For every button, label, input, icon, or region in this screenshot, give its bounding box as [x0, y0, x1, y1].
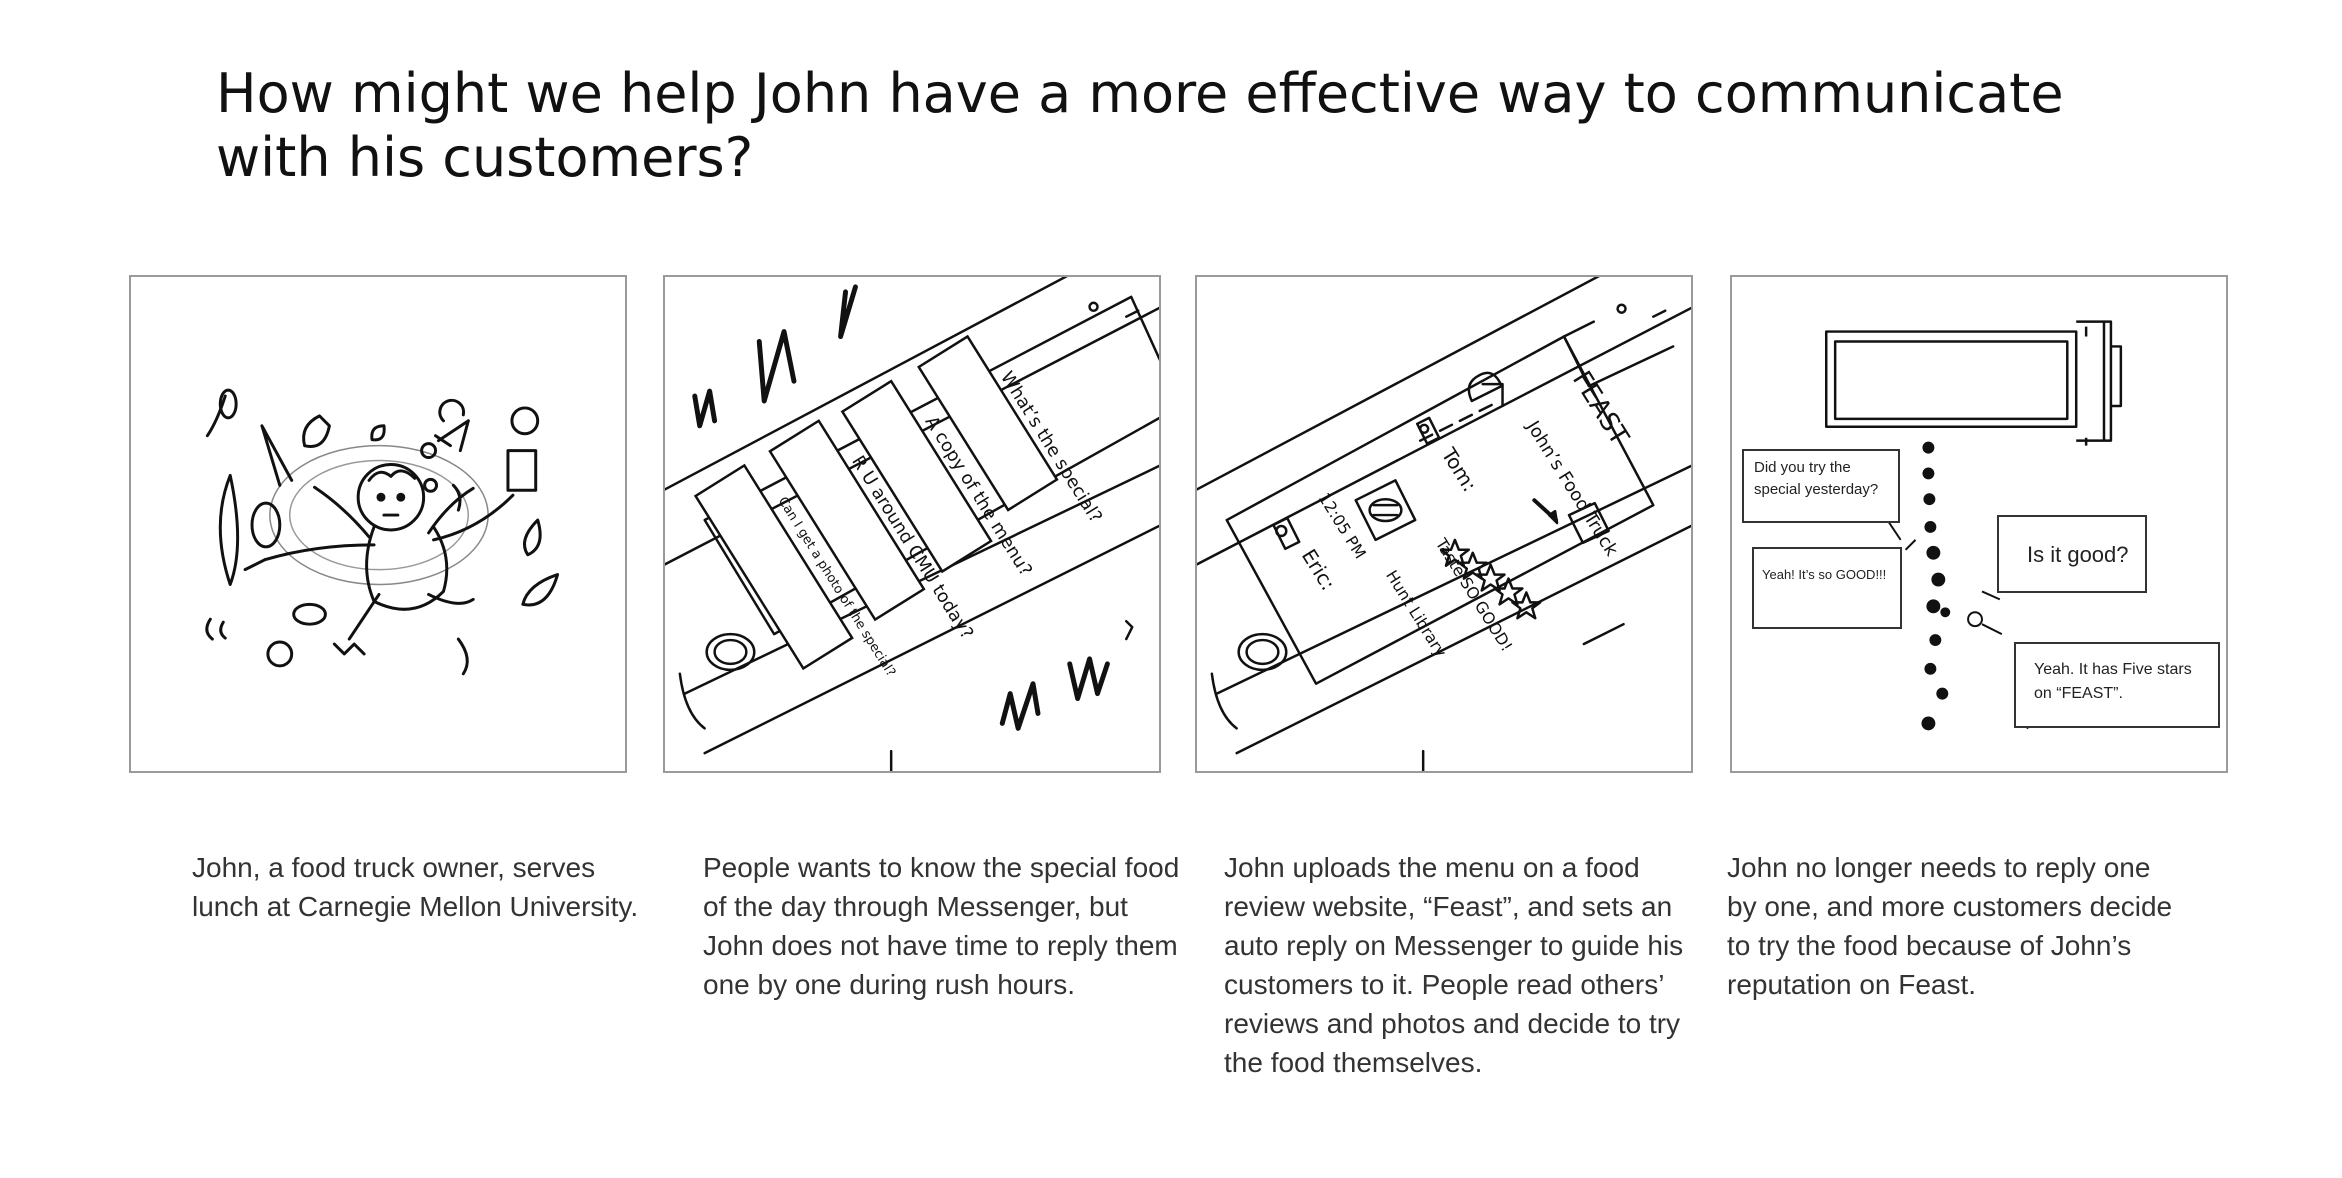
reviewer-eric: Eric:: [1297, 545, 1340, 594]
caption-panel-3: John uploads the menu on a food review w…: [1224, 852, 1684, 1078]
speech-bubble-reply: Yeah! It’s so GOOD!!!: [1752, 547, 1902, 629]
bubble-five-stars-text: Yeah. It has Five stars on “FEAST”.: [2034, 661, 2192, 702]
reviewer-tom: Tom:: [1436, 443, 1481, 496]
bubble-is-it-good-text: Is it good?: [2027, 542, 2129, 567]
caption-panel-1: John, a food truck owner, serves lunch a…: [192, 852, 639, 922]
bubble-question-text: Did you try the special yesterday?: [1754, 459, 1879, 498]
customer-queue: [1921, 441, 1951, 731]
storyboard-panel-4: Did you try the special yesterday? Yeah!…: [1730, 275, 2228, 773]
speech-bubble-is-it-good: Is it good?: [1997, 515, 2147, 593]
bubble-reply-text: Yeah! It’s so GOOD!!!: [1762, 567, 1887, 582]
juggling-chef-sketch: [205, 388, 560, 676]
speech-bubble-question: Did you try the special yesterday?: [1742, 449, 1900, 523]
speech-bubble-five-stars: Yeah. It has Five stars on “FEAST”.: [2014, 642, 2220, 728]
caption-panel-2: People wants to know the special food of…: [703, 852, 1180, 1000]
food-truck-line-sketch: [1824, 320, 2123, 731]
storyboard-panel-1: [129, 275, 627, 773]
storyboard-panel-3: FEAST John’s Food Truck Tom: Taste SO GO…: [1195, 275, 1693, 773]
review-location: Hunt Library: [1382, 567, 1450, 661]
review-time: 12:05 PM: [1315, 489, 1370, 562]
caption-panel-4: John no longer needs to reply one by one…: [1727, 852, 2173, 1000]
phone-messages-sketch: What’s the special? A copy of the menu? …: [665, 277, 1159, 771]
storyboard-panel-2: What’s the special? A copy of the menu? …: [663, 275, 1161, 773]
page-title: How might we help John have a more effec…: [216, 62, 2064, 189]
feast-app-sketch: FEAST John’s Food Truck Tom: Taste SO GO…: [1197, 277, 1691, 771]
feast-app-name: FEAST: [1566, 366, 1634, 451]
